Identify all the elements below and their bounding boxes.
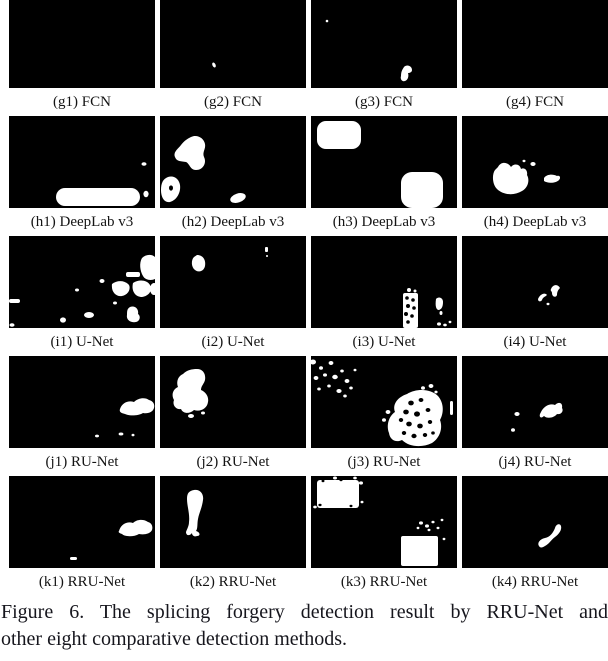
panel-image-g4 — [462, 0, 608, 88]
binary-mask-k3 — [313, 476, 446, 566]
panel-image-k3 — [311, 476, 457, 568]
binary-mask-i2 — [191, 247, 268, 272]
binary-mask-h2 — [161, 135, 246, 203]
panel-image-i3 — [311, 236, 457, 328]
binary-mask-g2 — [212, 62, 216, 68]
binary-mask-k4 — [538, 524, 562, 548]
figure-row-rrunet — [0, 476, 608, 568]
binary-mask-j2 — [172, 369, 209, 418]
figure-row-runet — [0, 356, 608, 448]
figure-caption-line1: Figure 6. The splicing forgery detection… — [1, 601, 608, 623]
panel-label-j3: (j3) RU-Net — [347, 453, 421, 470]
binary-mask-g1 — [9, 0, 155, 88]
panel-label-i4: (i4) U-Net — [503, 333, 567, 350]
panel-label-k4: (k4) RRU-Net — [491, 573, 579, 590]
label-row-rrunet: (k1) RRU-Net (k2) RRU-Net (k3) RRU-Net (… — [0, 568, 608, 596]
panel-image-k1 — [9, 476, 155, 568]
figure-row-fcn — [0, 0, 608, 88]
figure-caption: Figure 6. The splicing forgery detection… — [0, 596, 608, 653]
panel-image-i1 — [9, 236, 155, 328]
panel-image-g1 — [9, 0, 155, 88]
panel-image-h2 — [160, 116, 306, 208]
panel-label-j2: (j2) RU-Net — [196, 453, 270, 470]
panel-image-g2 — [160, 0, 306, 88]
panel-label-i1: (i1) U-Net — [50, 333, 114, 350]
binary-mask-i4 — [538, 285, 560, 306]
binary-mask-g3 — [325, 19, 412, 82]
panel-image-i2 — [160, 236, 306, 328]
binary-mask-j1 — [95, 398, 155, 438]
label-row-runet: (j1) RU-Net (j2) RU-Net (j3) RU-Net (j4)… — [0, 448, 608, 476]
panel-label-k3: (k3) RRU-Net — [340, 573, 428, 590]
panel-label-k1: (k1) RRU-Net — [38, 573, 126, 590]
panel-image-j2 — [160, 356, 306, 448]
panel-label-j4: (j4) RU-Net — [498, 453, 572, 470]
panel-image-h1 — [9, 116, 155, 208]
panel-image-k2 — [160, 476, 306, 568]
panel-image-i4 — [462, 236, 608, 328]
panel-image-h3 — [311, 116, 457, 208]
figure-caption-line2: other eight comparative detection method… — [1, 628, 347, 650]
binary-mask-k2 — [186, 489, 204, 537]
label-row-fcn: (g1) FCN (g2) FCN (g3) FCN (g4) FCN — [0, 88, 608, 116]
binary-mask-i3 — [403, 288, 452, 328]
panel-label-k2: (k2) RRU-Net — [189, 573, 277, 590]
binary-mask-j4 — [511, 402, 563, 432]
panel-image-j4 — [462, 356, 608, 448]
panel-label-g4: (g4) FCN — [506, 93, 564, 110]
label-row-unet: (i1) U-Net (i2) U-Net (i3) U-Net (i4) U-… — [0, 328, 608, 356]
panel-label-i3: (i3) U-Net — [352, 333, 416, 350]
panel-label-j1: (j1) RU-Net — [45, 453, 119, 470]
panel-label-g1: (g1) FCN — [53, 93, 111, 110]
panel-label-g3: (g3) FCN — [355, 93, 413, 110]
binary-mask-j3 — [311, 359, 453, 447]
panel-label-h3: (h3) DeepLab v3 — [332, 213, 436, 230]
panel-image-j1 — [9, 356, 155, 448]
panel-label-h1: (h1) DeepLab v3 — [30, 213, 134, 230]
panel-label-h2: (h2) DeepLab v3 — [181, 213, 285, 230]
binary-mask-h1 — [56, 162, 149, 206]
binary-mask-k1 — [70, 519, 153, 560]
figure-row-deeplab — [0, 116, 608, 208]
figure-row-unet — [0, 236, 608, 328]
panel-label-g2: (g2) FCN — [204, 93, 262, 110]
binary-mask-h4 — [492, 159, 561, 195]
panel-image-h4 — [462, 116, 608, 208]
panel-image-g3 — [311, 0, 457, 88]
binary-mask-g4 — [462, 0, 608, 88]
panel-label-h4: (h4) DeepLab v3 — [483, 213, 587, 230]
label-row-deeplab: (h1) DeepLab v3 (h2) DeepLab v3 (h3) Dee… — [0, 208, 608, 236]
panel-label-i2: (i2) U-Net — [201, 333, 265, 350]
binary-mask-h3 — [317, 121, 443, 208]
panel-image-j3 — [311, 356, 457, 448]
panel-image-k4 — [462, 476, 608, 568]
binary-mask-i1 — [9, 254, 155, 327]
